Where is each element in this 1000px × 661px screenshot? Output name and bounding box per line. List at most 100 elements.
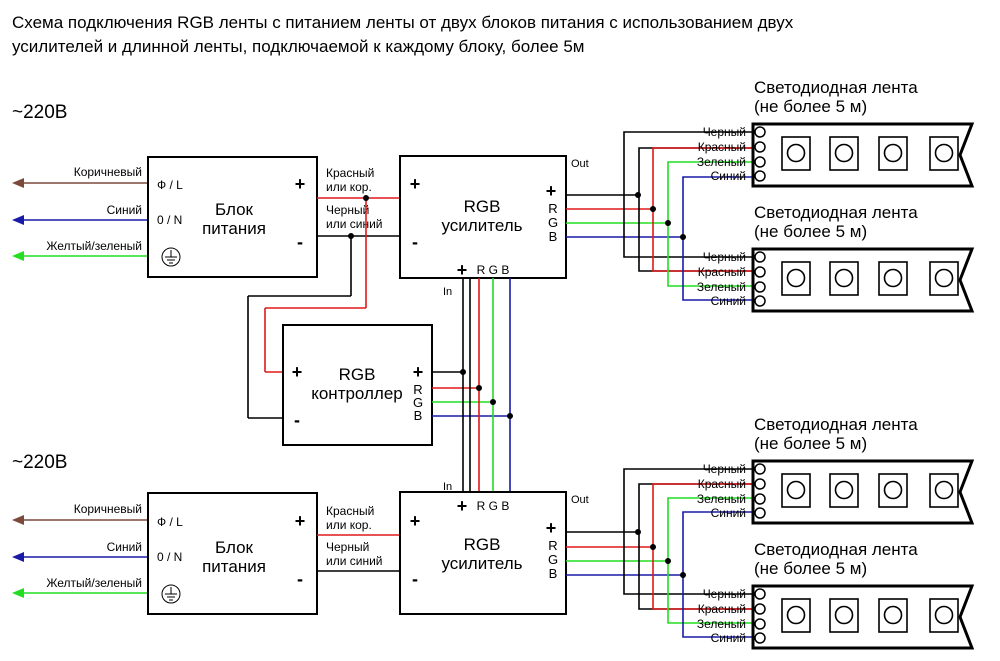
- amp-in-label-bottom: In: [443, 481, 452, 493]
- strip-terminal: [754, 463, 766, 475]
- amp-out-b-top: B: [549, 229, 558, 244]
- strip-terminal: [754, 632, 766, 644]
- wire-label-brown-bottom: Коричневый: [74, 502, 142, 516]
- strip-terminal: [754, 618, 766, 630]
- strip-terminal: [754, 170, 766, 182]
- amp-out-g-bottom: G: [548, 552, 558, 567]
- amp-out-plus-bottom: +: [546, 518, 557, 538]
- diagram-title-line-2: усилителей и длинной ленты, подключаемой…: [12, 37, 584, 56]
- psu-out-red-bottom-1: Красный: [326, 504, 374, 518]
- strip-title: Светодиодная лента: [754, 78, 918, 97]
- strip-wire-label-black: Черный: [703, 462, 746, 476]
- led-strip-segment: Светодиодная лента(не более 5 м) ЧерныйКр…: [697, 78, 975, 188]
- strip-wire-label-red: Красный: [698, 477, 746, 491]
- led-chip: [929, 473, 959, 508]
- strip-subtitle: (не более 5 м): [754, 434, 867, 453]
- amp-in-plus-bottom: +: [457, 496, 468, 516]
- amp-in-rgb-top: R G B: [477, 263, 510, 277]
- psu-phase-label-top: Ф / L: [157, 178, 183, 192]
- strip-terminal: [754, 603, 766, 615]
- strip-terminal: [754, 507, 766, 519]
- psu-out-black-top-2: или синий: [326, 217, 382, 231]
- amp-out-plus-top: +: [546, 181, 557, 201]
- rgb-amplifier-box-bottom: [399, 491, 567, 615]
- psu-label-bottom-2: питания: [202, 557, 266, 576]
- psu-phase-label-bottom: Ф / L: [157, 515, 183, 529]
- led-strip-segment: Светодиодная лента(не более 5 м) ЧерныйКр…: [697, 415, 975, 525]
- strip-terminal: [754, 478, 766, 490]
- amp-label-top-2: усилитель: [442, 216, 523, 235]
- strip-terminal: [754, 295, 766, 307]
- mains-wires-top: [12, 178, 148, 261]
- strip-wire-label-red: Красный: [698, 265, 746, 279]
- psu-out-black-bottom-2: или синий: [326, 554, 382, 568]
- strip-subtitle: (не более 5 м): [754, 97, 867, 116]
- amp-plus-bottom: +: [410, 511, 421, 531]
- psu-out-black-bottom-1: Черный: [326, 540, 369, 554]
- psu-plus-top: +: [295, 174, 306, 194]
- controller-label-2: контроллер: [311, 384, 403, 403]
- strip-wire-label-green: Зеленый: [697, 617, 746, 631]
- strip-wire-label-blue: Синий: [711, 169, 746, 183]
- amp-out-r-top: R: [548, 201, 557, 216]
- amp-label-bottom-1: RGB: [464, 535, 501, 554]
- led-chip: [829, 136, 859, 171]
- psu-label-bottom-1: Блок: [215, 538, 254, 557]
- led-chip: [829, 598, 859, 633]
- ground-icon: [161, 247, 181, 267]
- wire-label-ground-bottom: Желтый/зеленый: [46, 576, 142, 590]
- psu-neutral-label-top: 0 / N: [157, 213, 182, 227]
- strip-terminal: [754, 251, 766, 263]
- wire-label-blue-bottom: Синий: [107, 540, 142, 554]
- psu-out-red-bottom-2: или кор.: [326, 518, 372, 532]
- led-chip: [829, 261, 859, 296]
- mains-voltage-label-top: ~220В: [12, 102, 67, 123]
- amp-out-b-bottom: B: [549, 566, 558, 581]
- amp-minus-bottom: -: [412, 569, 418, 589]
- amp-in-plus-top: +: [457, 260, 468, 280]
- strip-subtitle: (не более 5 м): [754, 559, 867, 578]
- amp-label-bottom-2: усилитель: [442, 554, 523, 573]
- led-strip-segment: Светодиодная лента(не более 5 м)ЧерныйКр…: [697, 203, 975, 313]
- strip-wire-label-black: Черный: [703, 125, 746, 139]
- amp-out-label-top: Out: [571, 158, 589, 170]
- strip-title: Светодиодная лента: [754, 203, 918, 222]
- strip-wire-label-blue: Синий: [711, 631, 746, 645]
- controller-label-1: RGB: [339, 365, 376, 384]
- led-chip: [929, 136, 959, 171]
- psu-out-black-top-1: Черный: [326, 203, 369, 217]
- controller-out-r: R: [413, 382, 422, 397]
- strip-terminal: [754, 156, 766, 168]
- controller-out-b: B: [414, 408, 423, 423]
- strip-wire-label-black: Черный: [703, 587, 746, 601]
- led-chip: [829, 473, 859, 508]
- strip-wire-label-blue: Синий: [711, 506, 746, 520]
- amp-minus-top: -: [412, 232, 418, 252]
- strip-wire-label-green: Зеленый: [697, 155, 746, 169]
- led-chip: [781, 473, 811, 508]
- rgb-amplifier-box-top: [399, 155, 567, 279]
- psu-out-red-top-1: Красный: [326, 166, 374, 180]
- led-chip: [781, 598, 811, 633]
- psu-minus-top: -: [297, 232, 303, 252]
- strip-title: Светодиодная лента: [754, 415, 918, 434]
- strip-title: Светодиодная лента: [754, 540, 918, 559]
- strip-subtitle: (не более 5 м): [754, 222, 867, 241]
- amp-out-label-bottom: Out: [571, 494, 589, 506]
- strip-terminal: [754, 126, 766, 138]
- psu-plus-bottom: +: [295, 511, 306, 531]
- amp-out-r-bottom: R: [548, 538, 557, 553]
- strip-terminal: [754, 281, 766, 293]
- psu-minus-bottom: -: [297, 569, 303, 589]
- led-strips: Светодиодная лента(не более 5 м)ЧерныйКр…: [697, 78, 975, 650]
- wire-label-brown-top: Коричневый: [74, 165, 142, 179]
- led-chip: [878, 261, 908, 296]
- mains-voltage-label-bottom: ~220В: [12, 452, 67, 473]
- led-chip: [929, 261, 959, 296]
- strip-wire-label-green: Зеленый: [697, 280, 746, 294]
- strip-terminal: [754, 588, 766, 600]
- strip-wire-label-red: Красный: [698, 140, 746, 154]
- controller-signal-bus: [432, 278, 511, 492]
- ground-icon: [161, 584, 181, 604]
- rgb-controller-box: [282, 324, 433, 446]
